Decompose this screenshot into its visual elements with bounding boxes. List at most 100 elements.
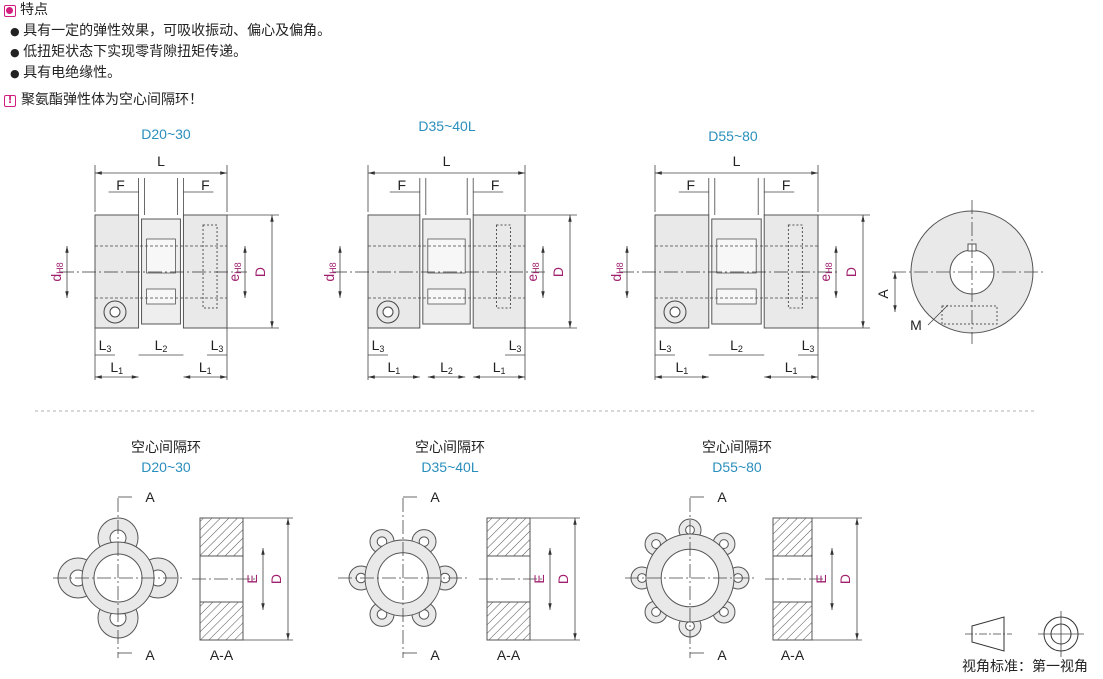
feature-item: 具有电绝缘性。 bbox=[10, 63, 331, 84]
set-screw-hex bbox=[382, 306, 394, 318]
coupling-title: D55~80 bbox=[708, 128, 758, 144]
warning-icon: ! bbox=[4, 94, 16, 107]
section-hatch bbox=[772, 517, 813, 557]
set-screw bbox=[103, 300, 127, 324]
dim-label-e: eH8 bbox=[817, 262, 834, 281]
dim-label-F: F bbox=[491, 177, 500, 193]
dim-label-M: M bbox=[910, 317, 922, 333]
spacer-title: D55~80 bbox=[712, 459, 762, 475]
hidden-screw bbox=[202, 224, 218, 309]
dim-label-L: L bbox=[443, 153, 451, 169]
dim-label-L1: L1 bbox=[675, 359, 688, 376]
section-hatch bbox=[772, 601, 813, 641]
arrowhead bbox=[573, 633, 577, 640]
right-hub bbox=[472, 214, 526, 329]
dim-label-D: D bbox=[268, 574, 284, 584]
section-hatch bbox=[486, 517, 531, 557]
arrowhead bbox=[855, 633, 859, 640]
arrowhead bbox=[893, 272, 897, 279]
dim-label-F: F bbox=[398, 177, 407, 193]
arrowhead bbox=[548, 603, 552, 610]
section-label-A: A bbox=[430, 489, 440, 505]
arrowhead bbox=[861, 321, 865, 328]
arrowhead bbox=[518, 171, 525, 175]
dim-label-L1: L1 bbox=[493, 359, 506, 376]
arrowhead bbox=[855, 518, 859, 525]
arrowhead bbox=[625, 246, 629, 253]
section-hatch bbox=[486, 601, 531, 641]
section-label-A: A bbox=[145, 489, 155, 505]
left-hub bbox=[654, 214, 710, 329]
arrowhead bbox=[518, 375, 525, 379]
arrowhead bbox=[834, 246, 838, 253]
set-screw-hex bbox=[109, 306, 121, 318]
dim-label-L1: L1 bbox=[110, 359, 123, 376]
dim-label-d: dH8 bbox=[608, 262, 625, 281]
arrowhead bbox=[65, 246, 69, 253]
dim-label-L3: L3 bbox=[802, 337, 815, 354]
spacer-title: D20~30 bbox=[141, 459, 191, 475]
section-title: A-A bbox=[210, 647, 234, 663]
features-section: 特点 具有一定的弹性效果，可吸收振动、偏心及偏角。 低扭矩状态下实现零背隙扭矩传… bbox=[4, 0, 331, 111]
set-screw-hex bbox=[669, 306, 681, 318]
dim-label-L2: L2 bbox=[440, 359, 453, 376]
dim-label-d: dH8 bbox=[321, 262, 338, 281]
hidden-screw bbox=[787, 224, 803, 309]
leader-M bbox=[927, 304, 949, 326]
jaw-tooth bbox=[146, 288, 176, 305]
arrowhead bbox=[811, 171, 818, 175]
arrowhead bbox=[830, 548, 834, 555]
arrowhead bbox=[95, 171, 102, 175]
dim-label-L3: L3 bbox=[372, 337, 385, 354]
dim-label-F: F bbox=[116, 177, 125, 193]
lobe-hole bbox=[719, 539, 729, 549]
arrowhead bbox=[413, 375, 420, 379]
section-label-A: A bbox=[145, 647, 155, 663]
projection-cone-icon bbox=[971, 616, 1005, 652]
arrowhead bbox=[893, 305, 897, 312]
hidden-screw bbox=[941, 305, 998, 325]
section-hatch bbox=[199, 601, 244, 641]
right-hub bbox=[182, 214, 228, 329]
dim-label-D: D bbox=[843, 267, 859, 277]
arrowhead bbox=[811, 375, 818, 379]
dim-label-F: F bbox=[687, 177, 696, 193]
feature-item: 具有一定的弹性效果，可吸收振动、偏心及偏角。 bbox=[10, 21, 331, 42]
arrowhead bbox=[270, 321, 274, 328]
dim-label-L: L bbox=[157, 153, 165, 169]
arrowhead bbox=[573, 518, 577, 525]
dim-label-d: dH8 bbox=[48, 262, 65, 281]
jaw-tooth bbox=[427, 288, 466, 305]
dim-label-L: L bbox=[733, 153, 741, 169]
lobe-hole bbox=[651, 607, 661, 617]
arrowhead bbox=[338, 291, 342, 298]
feature-list: 具有一定的弹性效果，可吸收振动、偏心及偏角。 低扭矩状态下实现零背隙扭矩传递。 … bbox=[4, 21, 331, 84]
arrowhead bbox=[568, 215, 572, 222]
arrowhead bbox=[625, 291, 629, 298]
dim-label-D: D bbox=[555, 574, 571, 584]
projection-label: 视角标准：第一视角 bbox=[962, 658, 1088, 674]
arrowhead bbox=[243, 291, 247, 298]
section-hatch bbox=[199, 517, 244, 557]
lobe-hole bbox=[719, 607, 729, 617]
dim-label-D: D bbox=[550, 267, 566, 277]
dim-label-e: eH8 bbox=[524, 262, 541, 281]
left-hub bbox=[367, 214, 421, 329]
dim-label-F: F bbox=[201, 177, 210, 193]
dim-label-E: E bbox=[531, 574, 547, 583]
arrowhead bbox=[243, 246, 247, 253]
jaw-tooth bbox=[427, 238, 466, 274]
set-screw bbox=[376, 300, 400, 324]
arrowhead bbox=[458, 375, 466, 379]
coupling-title: D20~30 bbox=[141, 126, 191, 142]
dim-label-L3: L3 bbox=[99, 337, 112, 354]
dim-label-E: E bbox=[813, 574, 829, 583]
arrowhead bbox=[261, 603, 265, 610]
dim-label-L1: L1 bbox=[387, 359, 400, 376]
arrowhead bbox=[65, 291, 69, 298]
spacer-name: 空心间隔环 bbox=[702, 439, 772, 455]
hidden-screw bbox=[496, 224, 512, 309]
dim-label-L3: L3 bbox=[509, 337, 522, 354]
arrowhead bbox=[286, 518, 290, 525]
